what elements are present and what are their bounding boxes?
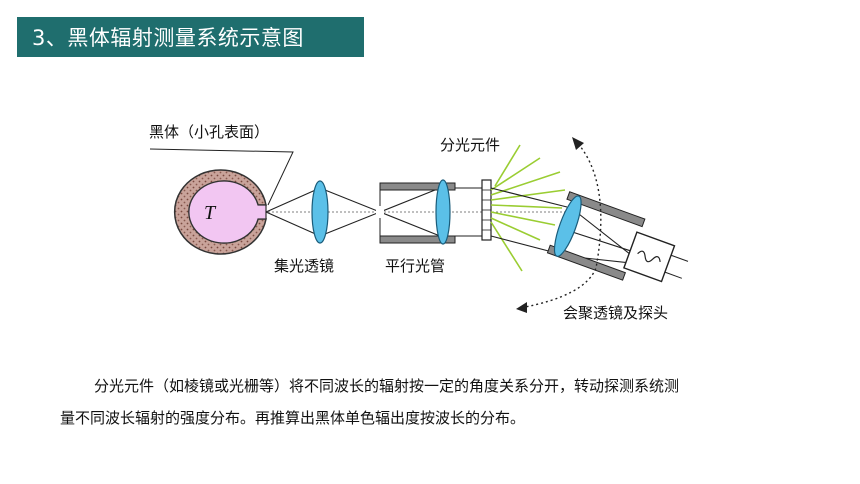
- blackbody-cavity: [173, 169, 267, 255]
- dispersed-rays: [490, 144, 566, 272]
- condenser-lens-label: 集光透镜: [274, 257, 335, 275]
- collimator-tube: [376, 182, 456, 244]
- condenser-lens: [311, 180, 329, 244]
- detector-label: 会聚透镜及探头: [563, 304, 669, 322]
- temperature-symbol: T: [204, 202, 217, 224]
- collimator-label: 平行光管: [385, 257, 446, 275]
- description-line-2: 量不同波长辐射的强度分布。再推算出黑体单色辐出度按波长的分布。: [60, 409, 526, 427]
- page-title: 3、黑体辐射测量系统示意图: [17, 17, 364, 57]
- rotation-arrowhead-bottom: [516, 302, 527, 313]
- detector-housing: [546, 191, 689, 283]
- blackbody-pointer-line: [149, 148, 294, 206]
- collimator-lens: [435, 179, 451, 245]
- blackbody-label: 黑体（小孔表面）: [149, 123, 270, 141]
- dispersive-element: [481, 179, 492, 241]
- description-line-1: 分光元件（如棱镜或光栅等）将不同波长的辐射按一定的角度关系分开，转动探测系统测: [94, 377, 680, 395]
- description-paragraph: 分光元件（如棱镜或光栅等）将不同波长的辐射按一定的角度关系分开，转动探测系统测 …: [60, 370, 820, 434]
- rotation-arrowhead-top: [572, 137, 584, 150]
- rotation-arc: [519, 139, 602, 309]
- dispersive-element-label: 分光元件: [440, 136, 501, 154]
